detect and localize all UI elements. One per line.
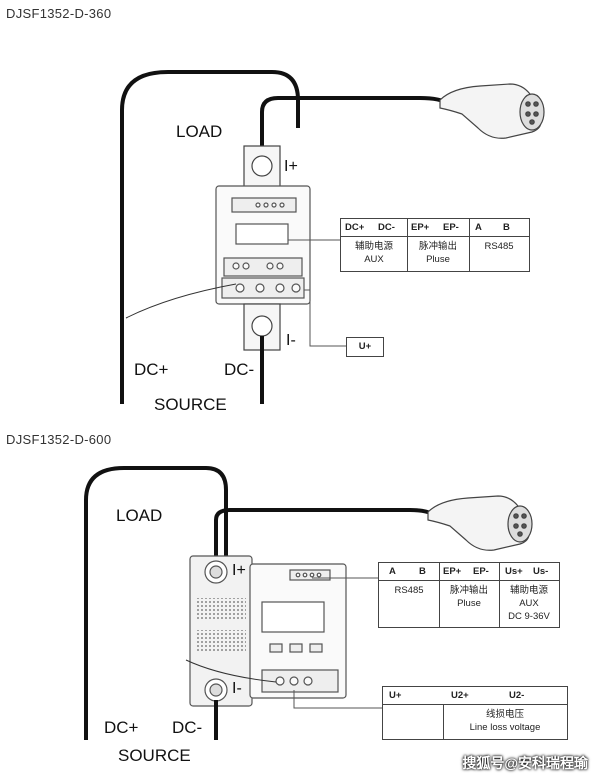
dc-plus-label-bottom: DC+ <box>104 718 139 737</box>
dc-plus-label-top: DC+ <box>134 360 169 379</box>
load-label-bottom: LOAD <box>116 506 163 525</box>
meter-device1 <box>215 185 311 305</box>
leader-line-u-top <box>304 289 346 347</box>
hdr-ep-minus-b: EP- <box>473 566 489 577</box>
terminal-table-bottom-comm: A B EP+ EP- Us+ Us- RS485 脉冲输出 Pluse 辅助电… <box>378 562 560 628</box>
i-minus-label-top: I- <box>286 332 296 349</box>
aux-cn-b: 辅助电源 <box>509 585 548 596</box>
pulse-en-b: Pluse <box>457 598 481 609</box>
u-plus-label: U+ <box>358 341 372 352</box>
meter-device2 <box>249 563 347 699</box>
hdr-dc-minus: DC- <box>378 222 395 233</box>
hdr-ep-plus-b: EP+ <box>443 566 462 577</box>
hdr-a-b: A <box>389 566 396 577</box>
hdr-ep-plus: EP+ <box>411 222 430 233</box>
model-label-bottom: DJSF1352-D-600 <box>6 432 112 447</box>
i-plus-label-bottom: I+ <box>232 562 246 579</box>
aux-en-b: AUX <box>519 598 539 609</box>
watermark-text: 搜狐号@安科瑞程瑜 <box>462 755 588 771</box>
voltage-wire-top <box>125 283 237 319</box>
u-plus-box-top: U+ <box>346 337 384 357</box>
hdr-b: B <box>503 222 510 233</box>
hdr-a: A <box>475 222 482 233</box>
rs485-bottom: RS485 <box>394 585 424 596</box>
hdr-u-plus-b: U+ <box>389 690 402 701</box>
pulse-en: Pluse <box>426 254 450 265</box>
pulse-cn: 脉冲输出 <box>418 241 457 252</box>
hdr-us-plus: Us+ <box>505 566 523 577</box>
pulse-cn-b: 脉冲输出 <box>449 585 488 596</box>
hdr-u2-minus: U2- <box>509 690 525 701</box>
leader-line-u-bottom <box>293 690 382 709</box>
voltage-wire-bottom <box>185 659 277 683</box>
terminal-table-top: DC+ DC- EP+ EP- A B 辅助电源 AUX 脉冲输出 Pluse … <box>340 218 530 272</box>
line-loss-en: Line loss voltage <box>469 722 541 733</box>
hdr-dc-plus: DC+ <box>345 222 365 233</box>
rs485-top: RS485 <box>484 241 514 252</box>
busbar-top-device1 <box>243 145 281 191</box>
hdr-u2-plus: U2+ <box>451 690 469 701</box>
hdr-ep-minus: EP- <box>443 222 459 233</box>
i-minus-label-bottom: I- <box>232 680 242 697</box>
dc-minus-label-top: DC- <box>224 360 255 379</box>
heatsink-pattern <box>196 598 246 652</box>
source-label-top: SOURCE <box>154 395 227 414</box>
aux-cn: 辅助电源 <box>354 241 393 252</box>
line-loss-cn: 线损电压 <box>485 709 524 720</box>
hdr-b-b: B <box>419 566 426 577</box>
dc-minus-label-bottom: DC- <box>172 718 203 737</box>
charging-plug-icon <box>439 83 545 139</box>
hdr-us-minus: Us- <box>533 566 549 577</box>
dc-plus-cable-top <box>120 70 300 404</box>
load-label-top: LOAD <box>176 122 223 141</box>
i-plus-label-top: I+ <box>284 158 298 175</box>
charging-plug-icon-bottom <box>427 495 533 551</box>
dc-plus-cable-bottom <box>84 466 228 740</box>
aux-en: AUX <box>364 254 384 265</box>
model-label-top: DJSF1352-D-360 <box>6 6 112 21</box>
aux-range-b: DC 9-36V <box>508 611 550 622</box>
terminal-table-bottom-voltage: U+ U2+ U2- 线损电压 Line loss voltage <box>382 686 568 740</box>
source-label-bottom: SOURCE <box>118 746 191 765</box>
